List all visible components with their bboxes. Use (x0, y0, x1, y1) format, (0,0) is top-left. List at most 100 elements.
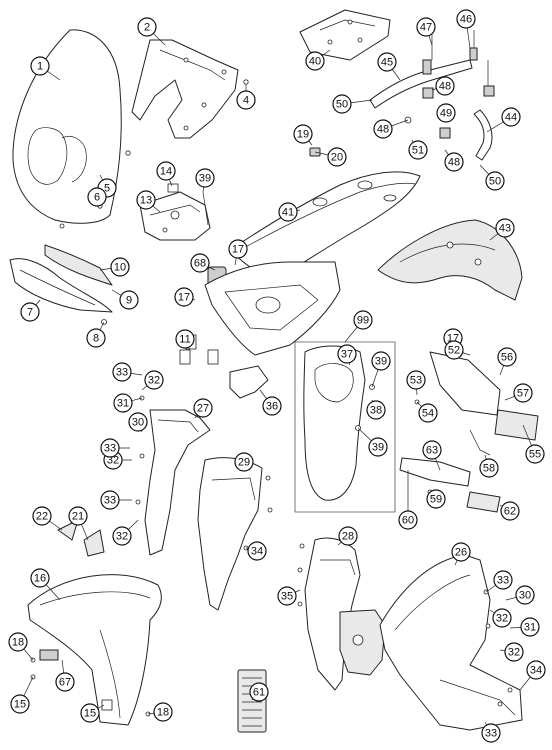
callout-number: 18 (157, 707, 169, 719)
callout-30: 30 (505, 585, 535, 605)
callout-number: 54 (422, 408, 434, 420)
callout-number: 7 (27, 307, 33, 319)
callout-number: 9 (126, 295, 132, 307)
callout-number: 8 (93, 333, 99, 345)
callout-number: 27 (197, 403, 209, 415)
part-left-side-panel (197, 457, 273, 611)
callout-35: 35 (277, 586, 301, 606)
callout-circle (156, 161, 176, 181)
callout-number: 19 (297, 129, 309, 141)
callout-number: 2 (144, 22, 150, 34)
callout-circle (128, 412, 148, 432)
callout-circle (456, 9, 476, 29)
callout-2: 2 (137, 17, 166, 46)
part-small-panel (229, 365, 269, 399)
callout-11: 11 (175, 329, 195, 351)
callout-number: 56 (501, 352, 513, 364)
callout-circle (525, 444, 545, 464)
callout-number: 13 (140, 195, 152, 207)
callout-number: 68 (194, 258, 206, 270)
part-right-side-cover (297, 537, 361, 691)
callout-56: 56 (497, 347, 517, 376)
callout-circle (515, 585, 535, 605)
callout-33: 33 (485, 570, 513, 593)
callout-33: 33 (112, 362, 143, 382)
callout-48: 48 (431, 76, 455, 96)
callout-52: 52 (444, 340, 471, 360)
callout-number: 39 (199, 173, 211, 185)
callout-number: 55 (529, 449, 541, 461)
part-left-side-cover (135, 395, 211, 556)
part-front-fender (27, 574, 162, 726)
callout-number: 32 (496, 613, 508, 625)
callout-number: 34 (530, 665, 542, 677)
part-headlight-mask (12, 29, 131, 229)
callout-number: 33 (116, 367, 128, 379)
callout-38: 38 (366, 399, 386, 420)
callout-30: 30 (128, 412, 148, 433)
callout-32: 32 (141, 370, 164, 391)
callout-number: 20 (331, 152, 343, 164)
callout-circle (30, 56, 50, 76)
callout-44: 44 (486, 107, 521, 133)
callout-number: 17 (232, 244, 244, 256)
callout-circle (55, 672, 75, 692)
part-small-clips (57, 519, 105, 557)
callout-circle (136, 190, 156, 210)
callout-9: 9 (111, 289, 139, 310)
callout-circle (100, 490, 120, 510)
callout-31: 31 (113, 393, 143, 413)
callout-number: 39 (372, 442, 384, 454)
callout-number: 6 (94, 192, 100, 204)
callout-number: 28 (342, 531, 354, 543)
callout-32: 32 (499, 642, 524, 662)
callout-number: 60 (402, 515, 414, 527)
callout-circle (500, 501, 520, 521)
callout-number: 39 (375, 356, 387, 368)
callout-circle (373, 119, 393, 139)
callout-49: 49 (436, 103, 456, 123)
callout-18: 18 (147, 702, 173, 722)
callout-number: 4 (243, 95, 249, 107)
callout-15: 15 (10, 676, 34, 714)
callout-number: 15 (84, 708, 96, 720)
callout-circle (277, 586, 297, 606)
callout-37: 37 (337, 344, 357, 366)
part-rear-fender (229, 171, 421, 281)
callout-circle (86, 328, 106, 348)
callout-99: 99 (344, 310, 373, 343)
callout-59: 59 (426, 489, 446, 509)
callout-number: 18 (12, 637, 24, 649)
callout-circle (337, 344, 357, 364)
callout-40: 40 (305, 49, 331, 71)
callout-number: 36 (266, 401, 278, 413)
callout-number: 34 (251, 546, 263, 558)
callout-number: 48 (377, 124, 389, 136)
callout-10: 10 (99, 257, 130, 277)
callout-circle (422, 440, 442, 460)
callout-circle (479, 458, 499, 478)
callout-number: 31 (117, 398, 129, 410)
callout-15: 15 (80, 703, 105, 723)
callout-circle (366, 400, 386, 420)
callout-circle (144, 370, 164, 390)
callout-circle (444, 152, 464, 172)
callout-number: 22 (36, 511, 48, 523)
callout-41: 41 (278, 202, 301, 222)
callout-17: 17 (228, 239, 248, 266)
part-airbox (179, 261, 341, 365)
callout-number: 26 (455, 547, 467, 559)
callout-circle (119, 290, 139, 310)
callout-circle (249, 682, 269, 702)
callout-63: 63 (422, 440, 442, 471)
callout-67: 67 (55, 659, 75, 692)
callout-61: 61 (249, 682, 269, 702)
callout-number: 61 (253, 687, 265, 699)
callout-circle (195, 168, 215, 188)
callout-circle (353, 310, 373, 330)
callout-18: 18 (8, 632, 34, 661)
callout-50: 50 (332, 94, 373, 114)
callout-circle (112, 526, 132, 546)
